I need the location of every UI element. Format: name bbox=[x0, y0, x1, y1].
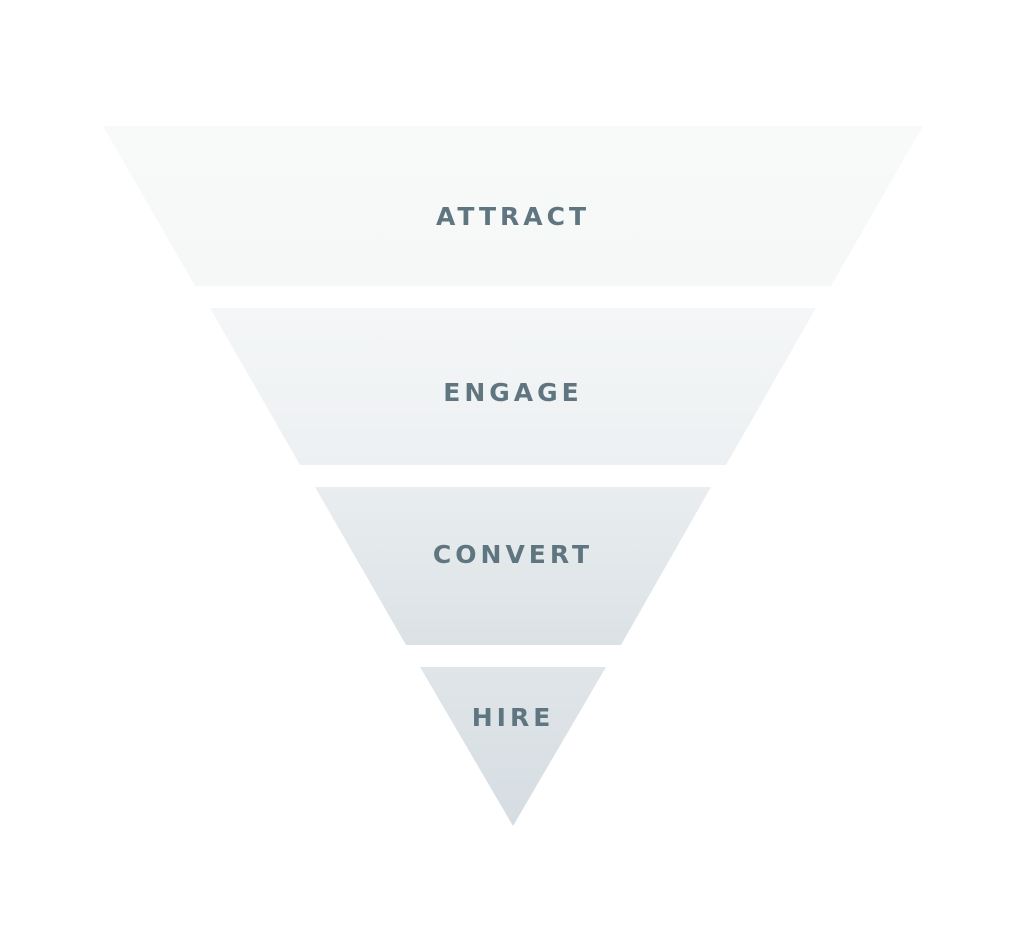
funnel-stage-attract bbox=[103, 126, 923, 286]
funnel-stage-convert bbox=[315, 487, 711, 645]
stage-label-convert: CONVERT bbox=[433, 540, 593, 569]
stage-label-attract: ATTRACT bbox=[436, 202, 590, 231]
stage-label-engage: ENGAGE bbox=[443, 378, 582, 407]
funnel-stage-engage bbox=[210, 308, 816, 465]
funnel-stage-hire bbox=[420, 667, 606, 826]
stage-label-hire: HIRE bbox=[472, 703, 555, 732]
